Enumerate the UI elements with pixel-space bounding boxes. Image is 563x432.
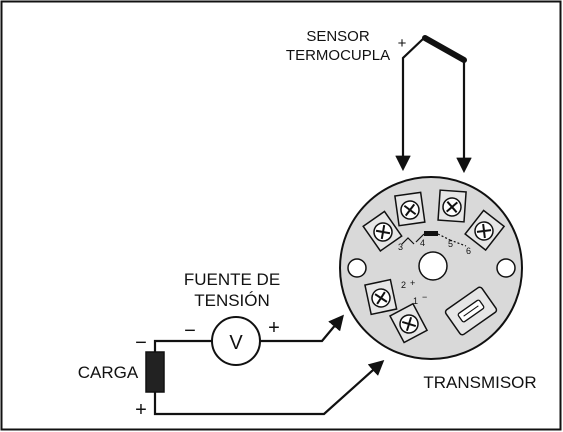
thermocouple-sensor — [395, 35, 472, 174]
supply-minus-sign: − — [184, 320, 196, 342]
terminal-number-6: 6 — [466, 246, 471, 256]
terminal-number-1: 1 — [413, 296, 418, 306]
load-resistor — [145, 351, 165, 393]
voltage-source-symbol: V — [229, 332, 243, 354]
supply-label-line1: FUENTE DE — [184, 270, 280, 289]
sensor-label-line1: SENSOR — [306, 28, 370, 45]
thermocouple-junction — [422, 35, 467, 63]
wire-supply-to-load — [153, 339, 212, 352]
load-minus-sign: − — [135, 332, 147, 354]
sensor-wire-positive — [395, 37, 425, 172]
terminal-number-4: 4 — [420, 238, 425, 248]
supply-label-line2: TENSIÓN — [194, 291, 270, 310]
supply-plus-sign: + — [268, 317, 280, 339]
wire-load-to-terminal — [153, 359, 385, 416]
load-label: CARGA — [78, 363, 139, 382]
programming-connector — [444, 286, 498, 336]
load-plus-sign: + — [135, 399, 147, 421]
mounting-hole-right — [496, 258, 516, 278]
sensor-plus-sign: + — [398, 35, 407, 52]
transmitter-head: 3 4 5 6 2 1 + − — [339, 176, 523, 360]
transmitter-label: TRANSMISOR — [423, 373, 536, 392]
terminal-plus-mark: + — [410, 278, 415, 288]
mounting-hole-left — [347, 258, 367, 278]
terminal-number-2: 2 — [401, 280, 406, 290]
wire-supply-to-terminal — [260, 314, 344, 343]
terminal-number-5: 5 — [448, 239, 453, 249]
center-hole — [418, 251, 448, 281]
internal-connection-marks — [401, 231, 467, 247]
terminal-number-3: 3 — [398, 242, 403, 252]
terminal-block-top — [362, 189, 506, 252]
terminal-block-bottom — [364, 278, 429, 344]
terminal-minus-mark: − — [422, 292, 427, 302]
sensor-label-line2: TERMOCUPLA — [286, 47, 390, 64]
